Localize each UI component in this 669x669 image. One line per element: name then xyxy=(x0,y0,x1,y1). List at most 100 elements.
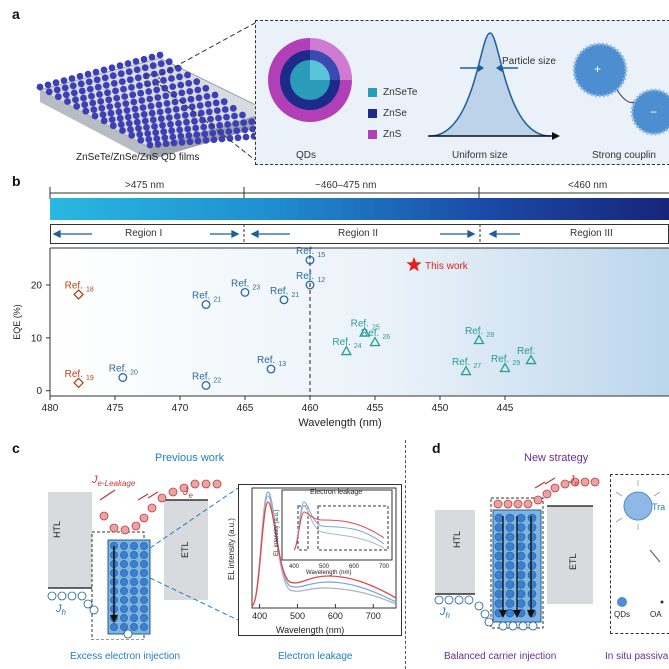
panel-divider xyxy=(405,440,406,669)
je-leakage-label: Je-Leakage xyxy=(92,474,136,489)
etl-label-d: ETL xyxy=(568,553,578,570)
wavelength-gradient-bar xyxy=(50,198,669,220)
ref-number: 15 xyxy=(317,252,325,259)
device-diagram-new xyxy=(434,477,600,631)
data-point-label: This work xyxy=(425,261,469,272)
je-label-c: Je xyxy=(183,486,193,501)
el-sub-xtick-label: 700 xyxy=(379,564,390,570)
region-arrows xyxy=(52,224,520,244)
x-tick-label: 465 xyxy=(237,403,254,414)
x-tick-label: 445 xyxy=(497,403,514,414)
coupled-qds-illustration: + − xyxy=(572,42,669,136)
y-tick-label: 10 xyxy=(31,333,43,344)
el-xtick-label: 700 xyxy=(366,611,381,621)
svg-text:−: − xyxy=(650,105,657,119)
je-label-d: Je xyxy=(569,474,579,489)
data-point-diamond xyxy=(73,289,85,300)
ref-number: 26 xyxy=(382,334,390,341)
el-xtick-label: 500 xyxy=(290,611,305,621)
el-spectrum-plot: 400 500 600 700 400 500 600 700 xyxy=(251,487,397,621)
ref-number: 20 xyxy=(130,370,138,377)
ref-number: 19 xyxy=(86,375,94,382)
zoom-lines xyxy=(159,22,256,161)
ref-number: 12 xyxy=(317,277,325,284)
particle-size-label: Particle size xyxy=(502,56,556,67)
ref-number: 23 xyxy=(252,284,260,291)
ref-number: 21 xyxy=(213,297,221,304)
legend-item: ZnSeTe xyxy=(368,82,417,103)
ref-number: 27 xyxy=(473,363,481,370)
film-caption: ZnSeTe/ZnSe/ZnS QD films xyxy=(76,152,199,163)
ref-number: 21 xyxy=(291,292,299,299)
y-tick-label: 20 xyxy=(31,281,43,292)
passivation-illustration xyxy=(615,480,664,607)
range-label-mid: ~460–475 nm xyxy=(315,180,377,191)
panel-b-letter: b xyxy=(12,173,21,189)
svg-text:+: + xyxy=(594,62,601,76)
qds-caption: QDs xyxy=(296,150,316,161)
x-tick-label: 480 xyxy=(42,403,59,414)
data-point-triangle xyxy=(460,365,472,376)
data-point-label: Ref. xyxy=(517,346,535,357)
caption-electron-leakage: Electron leakage xyxy=(278,651,353,662)
legend-swatch xyxy=(368,130,377,139)
data-point-circle xyxy=(118,373,128,382)
ref-number: 22 xyxy=(213,377,221,384)
ref-number: 13 xyxy=(278,361,286,368)
range-bracket xyxy=(49,187,669,199)
caption-excess-injection: Excess electron injection xyxy=(70,651,181,662)
qds-label-d: QDs xyxy=(614,610,630,619)
panel-c-letter: c xyxy=(12,440,20,456)
x-tick-label: 470 xyxy=(172,403,189,414)
ref-number: 18 xyxy=(86,287,94,294)
x-tick-label: 455 xyxy=(367,403,384,414)
region-label-1: Region I xyxy=(125,228,163,239)
size-distribution-peak xyxy=(428,32,560,140)
legend-item: ZnS xyxy=(368,124,417,145)
el-xtick-label: 400 xyxy=(252,611,267,621)
el-xtick-label: 600 xyxy=(328,611,343,621)
y-axis-label: EQE (%) xyxy=(12,304,22,340)
htl-label-d: HTL xyxy=(452,530,462,548)
plot-area xyxy=(50,248,669,396)
data-point-circle xyxy=(201,300,211,310)
data-point-triangle xyxy=(473,334,485,345)
ref-number: 29 xyxy=(512,360,520,367)
el-sub-title: Electron leakage xyxy=(310,489,363,496)
panel-a-letter: a xyxy=(12,6,20,22)
legend-swatch xyxy=(368,88,377,97)
el-sub-xtick-label: 500 xyxy=(319,564,330,570)
data-point-triangle xyxy=(358,326,371,337)
data-point-circle xyxy=(201,380,211,390)
data-point-triangle xyxy=(499,362,511,373)
tra-label: Tra xyxy=(652,502,666,512)
x-tick-label: 460 xyxy=(302,403,319,414)
data-point-star xyxy=(406,256,422,272)
el-sub-xlabel: Wavelength (nm) xyxy=(306,570,352,576)
data-point-triangle xyxy=(369,336,381,347)
region-label-2: Region II xyxy=(338,228,379,239)
zoom-lines-c xyxy=(149,487,239,621)
data-point-circle xyxy=(240,287,250,297)
caption-in-situ-passivation: In situ passiva xyxy=(605,651,669,662)
device-diagram-previous xyxy=(47,479,222,640)
el-ylabel: EL intensity (a.u.) xyxy=(227,518,236,580)
el-sub-ylabel: EL intensity (a.u.) xyxy=(274,509,280,556)
ref-number: 25 xyxy=(372,325,380,332)
x-tick-label: 475 xyxy=(107,403,124,414)
el-sub-xtick-label: 400 xyxy=(289,564,300,570)
data-point-circle xyxy=(305,255,315,265)
oa-label-d: OA xyxy=(650,610,662,619)
legend-label: ZnSeTe xyxy=(383,87,418,98)
range-label-long: >475 nm xyxy=(125,180,165,191)
caption-balanced-injection: Balanced carrier injection xyxy=(444,651,557,662)
qd-film-illustration: ZnSeTe/ZnSe/ZnS QD films xyxy=(36,51,274,163)
panel-c-title: Previous work xyxy=(155,452,225,464)
panel-d-letter: d xyxy=(432,440,441,456)
legend-swatch xyxy=(368,109,377,118)
el-sub-xtick-label: 600 xyxy=(349,564,360,570)
data-point-circle xyxy=(279,295,289,305)
panel-d-title: New strategy xyxy=(524,452,589,464)
y-tick-label: 0 xyxy=(36,386,42,397)
